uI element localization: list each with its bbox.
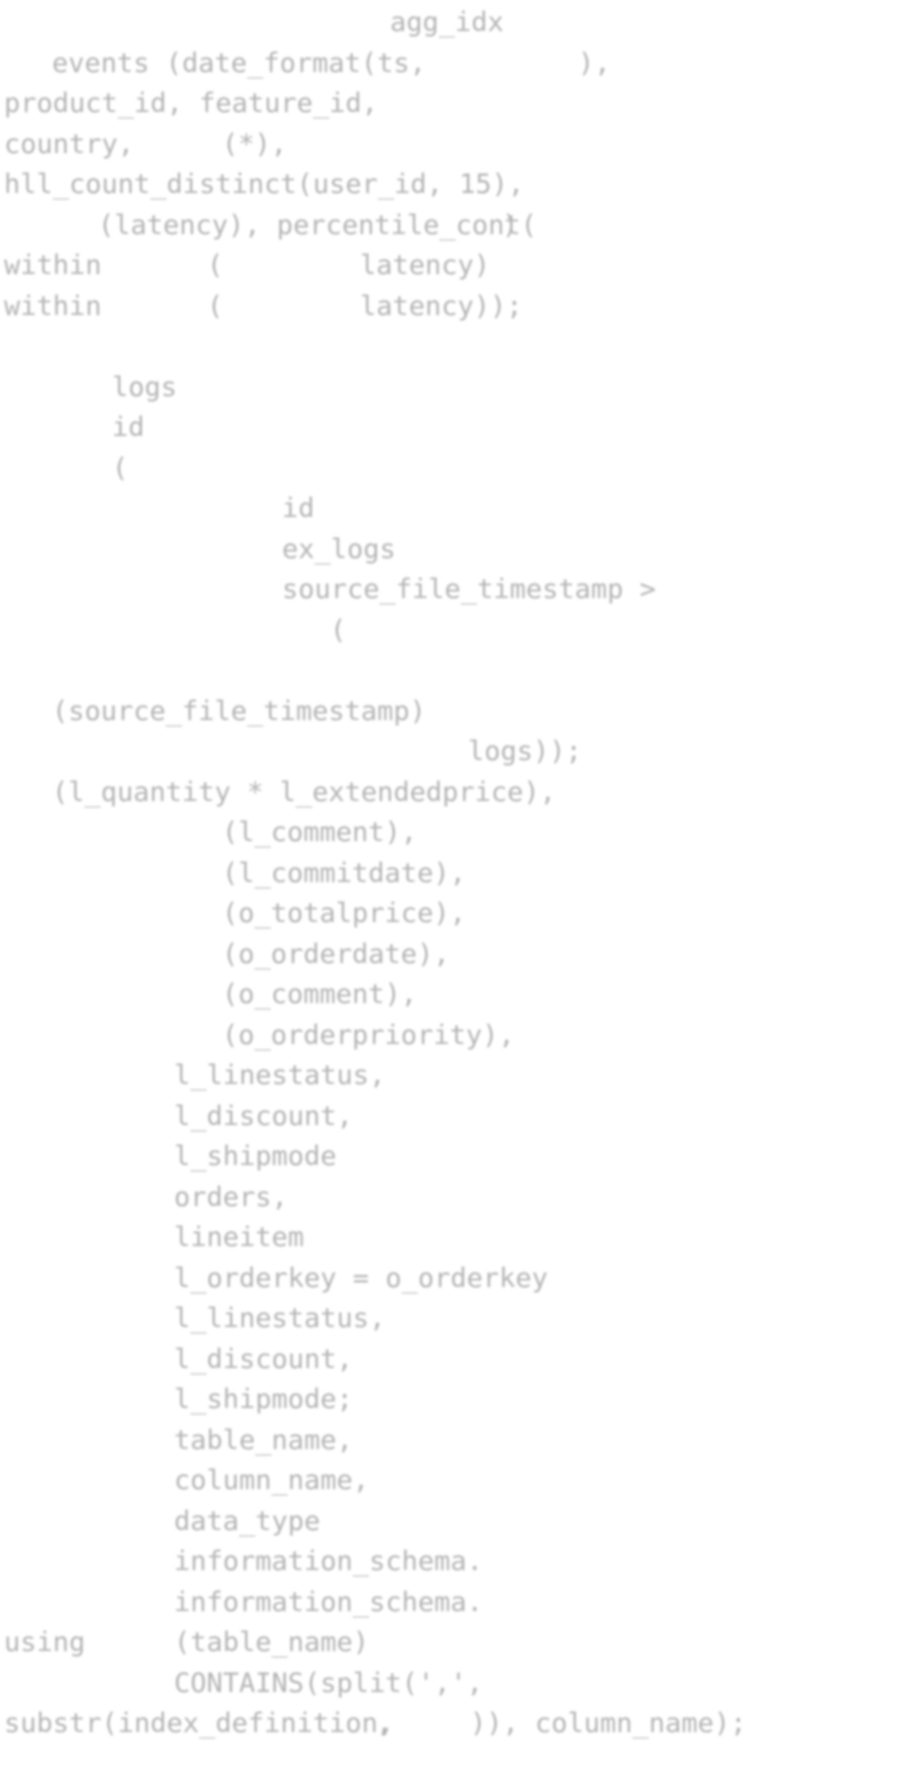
- code-fragment: latency): [360, 250, 491, 281]
- code-fragment: information_schema.: [174, 1546, 483, 1577]
- code-fragment: substr(index_definition,: [4, 1708, 395, 1739]
- code-fragment: within: [4, 250, 102, 281]
- code-fragment: logs));: [468, 736, 582, 767]
- code-fragment: hll_count_distinct(user_id, 15),: [4, 169, 525, 200]
- code-fragment: id: [282, 493, 315, 524]
- code-fragment: using: [4, 1627, 86, 1658]
- code-fragment: source_file_timestamp >: [282, 574, 656, 605]
- code-fragment: l_discount,: [174, 1100, 353, 1132]
- code-fragment: table_name,: [174, 1424, 353, 1456]
- code-fragment: events (date_format(ts,: [52, 47, 426, 79]
- code-fragment: ): [502, 209, 519, 241]
- code-fragment: (l_commitdate),: [222, 857, 466, 889]
- code-fragment: lineitem: [174, 1222, 305, 1253]
- code-fragment: )), column_name);: [470, 1708, 747, 1739]
- code-fragment: (: [207, 250, 224, 281]
- code-fragment: (o_totalprice),: [222, 898, 466, 929]
- code-fragment: (source_file_timestamp): [52, 695, 426, 727]
- code-fragment: CONTAINS(split(',',: [174, 1667, 483, 1699]
- code-fragment: l_linestatus,: [174, 1303, 386, 1334]
- code-fragment: (o_orderpriority),: [222, 1019, 515, 1051]
- code-fragment: (l_quantity * l_extendedprice),: [52, 776, 556, 808]
- code-fragment: (table_name): [174, 1627, 370, 1658]
- code-fragment: (l_comment),: [222, 817, 418, 848]
- code-fragment: l_shipmode: [174, 1141, 337, 1172]
- code-fragment: l_discount,: [174, 1343, 353, 1375]
- code-fragment: (: [207, 290, 224, 322]
- code-fragment: country,: [4, 128, 135, 160]
- code-fragment: l_orderkey = o_orderkey: [174, 1262, 548, 1294]
- code-fragment: (: [330, 614, 347, 646]
- code-fragment: (o_comment),: [222, 979, 418, 1010]
- code-fragment: column_name,: [174, 1465, 370, 1496]
- code-fragment: latency));: [360, 290, 523, 322]
- code-fragment: ),: [578, 47, 611, 79]
- code-fragment: product_id, feature_id,: [4, 88, 378, 119]
- code-fragment: information_schema.: [174, 1586, 483, 1618]
- code-fragment: ex_logs: [282, 533, 396, 565]
- code-fragment: orders,: [174, 1181, 288, 1213]
- code-fragment: (o_orderdate),: [222, 938, 450, 970]
- code-fragment: (latency), percentile_cont(: [98, 209, 537, 241]
- code-fragment: id: [112, 412, 145, 443]
- code-fragment: data_type: [174, 1505, 321, 1537]
- code-fragment: l_shipmode;: [174, 1384, 353, 1415]
- code-fragment: (*),: [222, 128, 288, 160]
- code-fragment: ,: [376, 1708, 393, 1739]
- code-fragment: l_linestatus,: [174, 1060, 386, 1091]
- code-fragment: (: [112, 452, 129, 484]
- code-fragment: agg_idx: [390, 7, 504, 38]
- code-fragment: logs: [112, 371, 178, 403]
- code-fragment: within: [4, 290, 102, 322]
